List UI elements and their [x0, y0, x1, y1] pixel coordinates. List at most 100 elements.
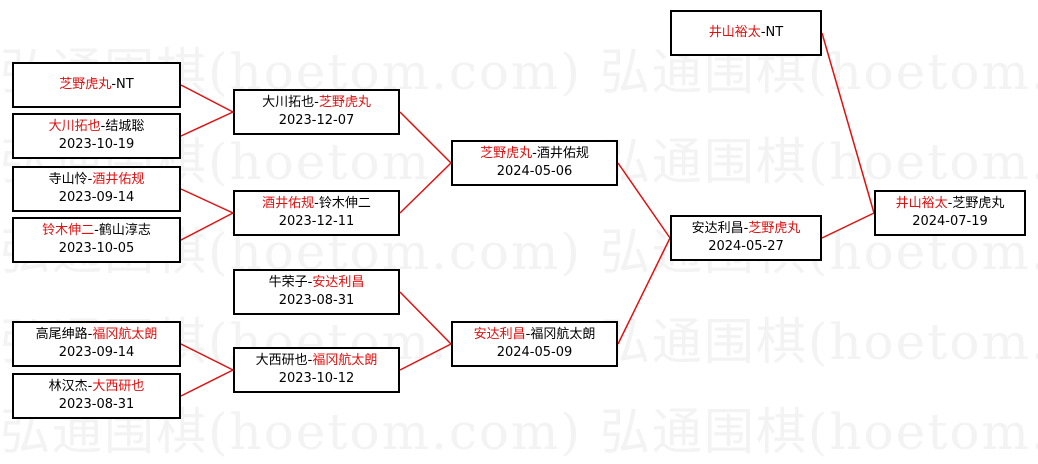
connector-r3_1-r4_1: [617, 162, 671, 239]
player-1: 安达利昌: [691, 221, 744, 236]
player-2: NT: [765, 25, 784, 40]
match-date: 2024-05-06: [496, 164, 573, 179]
match-players: 寺山怜-酒井佑规: [49, 171, 145, 189]
match-date: 2023-10-12: [278, 371, 355, 386]
separator: -: [111, 77, 117, 92]
match-date: 2024-05-09: [496, 345, 573, 360]
separator: -: [525, 327, 531, 342]
match-date: 2023-09-14: [58, 345, 135, 360]
connector-r1_3-r2_2: [180, 188, 234, 214]
match-r1_2: 大川拓也-结城聡 2023-10-19: [12, 113, 181, 159]
player-2: 福冈航太朗: [92, 327, 158, 342]
match-date: 2024-05-27: [708, 239, 784, 254]
connector-r2_1-r3_1: [399, 111, 452, 164]
separator: -: [87, 379, 93, 394]
match-date: 2023-09-14: [58, 190, 135, 205]
player-1: 林汉杰: [48, 379, 88, 394]
connector-seed-final: [821, 32, 875, 214]
match-players: 牛荣子-安达利昌: [269, 274, 365, 292]
match-r3_1: 芝野虎丸-酒井佑规 2024-05-06: [451, 140, 618, 186]
connector-r2_3-r3_2: [399, 291, 452, 345]
connector-r1_1-r2_1: [180, 84, 234, 113]
player-2: 福冈航太朗: [312, 353, 378, 368]
player-2: NT: [116, 77, 134, 92]
match-players: 酒井佑规-铃木伸二: [262, 195, 371, 213]
player-1: 酒井佑规: [262, 196, 315, 211]
match-r3_2: 安达利昌-福冈航太朗 2024-05-09: [451, 321, 618, 367]
match-players: 大川拓也-结城聡: [49, 118, 145, 136]
connector-r1_6-r2_4: [180, 369, 234, 397]
connector-r1_4-r2_2: [180, 212, 234, 241]
separator: -: [314, 196, 319, 211]
match-date: 2023-08-31: [58, 397, 135, 412]
player-2: 芝野虎丸: [748, 221, 801, 236]
match-r1_5: 高尾绅路-福冈航太朗 2023-09-14: [12, 321, 181, 367]
player-2: 福冈航太朗: [530, 327, 596, 342]
match-date: 2023-12-07: [278, 113, 355, 128]
match-date: 2023-10-19: [58, 137, 135, 152]
separator: -: [87, 327, 93, 342]
match-players: 大西研也-福冈航太朗: [256, 352, 378, 370]
player-1: 大川拓也: [48, 119, 101, 134]
separator: -: [307, 353, 313, 368]
player-2: 芝野虎丸: [952, 196, 1005, 211]
player-2: 安达利昌: [312, 275, 365, 290]
match-players: 芝野虎丸-NT: [59, 76, 133, 94]
match-seed: 井山裕太-NT: [670, 10, 822, 56]
player-1: 大西研也: [255, 353, 308, 368]
match-date: 2023-08-31: [278, 293, 355, 308]
match-date: 2023-10-05: [58, 241, 135, 256]
match-players: 井山裕太-芝野虎丸: [896, 195, 1005, 213]
match-players: 井山裕太-NT: [709, 24, 783, 42]
player-2: 铃木伸二: [318, 196, 371, 211]
match-players: 高尾绅路-福冈航太朗: [36, 326, 158, 344]
player-1: 寺山怜: [48, 172, 88, 187]
separator: -: [532, 146, 537, 161]
separator: -: [760, 25, 766, 40]
player-2: 酒井佑规: [536, 146, 589, 161]
match-r1_4: 铃木伸二-鹤山淳志 2023-10-05: [12, 217, 181, 263]
player-1: 井山裕太: [895, 196, 948, 211]
player-1: 井山裕太: [708, 25, 761, 40]
connector-r1_5-r2_4: [180, 343, 234, 371]
connector-r1_2-r2_1: [180, 111, 234, 137]
player-2: 芝野虎丸: [318, 95, 371, 110]
player-1: 大川拓也: [262, 95, 315, 110]
separator: -: [743, 221, 749, 236]
separator: -: [100, 119, 106, 134]
connector-r2_4-r3_2: [399, 343, 452, 371]
match-date: 2024-07-19: [912, 214, 988, 229]
match-r1_1: 芝野虎丸-NT: [12, 62, 181, 108]
separator: -: [314, 95, 319, 110]
separator: -: [87, 172, 93, 187]
match-r2_2: 酒井佑规-铃木伸二 2023-12-11: [233, 190, 400, 236]
separator: -: [94, 223, 99, 238]
player-1: 安达利昌: [473, 327, 526, 342]
connector-r3_2-r4_1: [617, 237, 671, 345]
match-r4_1: 安达利昌-芝野虎丸 2024-05-27: [670, 215, 822, 261]
player-1: 铃木伸二: [42, 223, 95, 238]
bracket-connectors: [180, 32, 875, 397]
match-r2_3: 牛荣子-安达利昌 2023-08-31: [233, 269, 400, 315]
separator: -: [307, 275, 313, 290]
player-2: 结城聡: [105, 119, 145, 134]
match-players: 安达利昌-福冈航太朗: [474, 326, 596, 344]
player-2: 鹤山淳志: [98, 223, 151, 238]
match-players: 安达利昌-芝野虎丸: [692, 220, 801, 238]
player-1: 芝野虎丸: [480, 146, 533, 161]
connector-r4_1-final: [821, 212, 875, 239]
match-r1_3: 寺山怜-酒井佑规 2023-09-14: [12, 166, 181, 212]
match-players: 铃木伸二-鹤山淳志: [42, 222, 151, 240]
player-1: 芝野虎丸: [59, 77, 112, 92]
match-r1_6: 林汉杰-大西研也 2023-08-31: [12, 373, 181, 419]
separator: -: [947, 196, 953, 211]
match-players: 林汉杰-大西研也: [49, 378, 145, 396]
player-2: 酒井佑规: [92, 172, 145, 187]
match-players: 大川拓也-芝野虎丸: [262, 94, 371, 112]
player-1: 牛荣子: [268, 275, 308, 290]
match-final: 井山裕太-芝野虎丸 2024-07-19: [874, 190, 1026, 236]
match-r2_1: 大川拓也-芝野虎丸 2023-12-07: [233, 89, 400, 135]
connector-r2_2-r3_1: [399, 162, 452, 214]
player-1: 高尾绅路: [35, 327, 88, 342]
player-2: 大西研也: [92, 379, 145, 394]
